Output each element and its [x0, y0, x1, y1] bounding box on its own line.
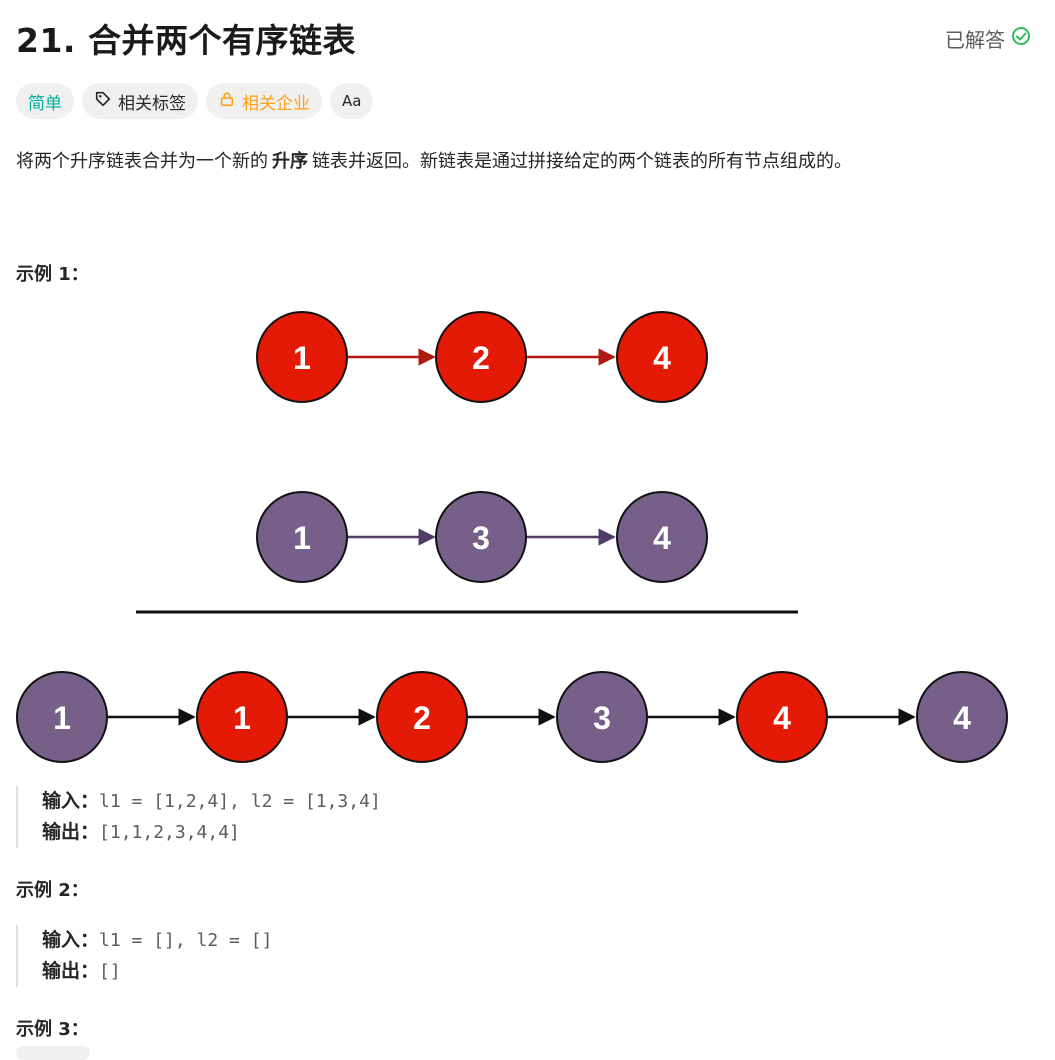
svg-text:2: 2 — [472, 340, 490, 376]
example-1-output: 输出：[1,1,2,3,4,4] — [42, 817, 381, 848]
output-value: [] — [99, 961, 121, 982]
list1-node-1: 1 — [256, 311, 348, 403]
merged-node-4: 3 — [556, 671, 648, 763]
svg-text:1: 1 — [233, 700, 251, 736]
solved-status: 已解答 — [945, 24, 1031, 53]
description-bold: 升序 — [272, 151, 308, 172]
input-value: l1 = [1,2,4], l2 = [1,3,4] — [99, 791, 381, 812]
related-companies-label: 相关企业 — [242, 93, 310, 114]
svg-text:2: 2 — [413, 700, 431, 736]
difficulty-label: 简单 — [28, 93, 62, 114]
merged-node-5: 4 — [736, 671, 828, 763]
tag-row: 简单 相关标签 相关企业 Aa — [16, 83, 374, 119]
difficulty-badge[interactable]: 简单 — [16, 83, 74, 119]
related-tags-button[interactable]: 相关标签 — [82, 83, 198, 119]
related-companies-button[interactable]: 相关企业 — [206, 83, 322, 119]
solved-label: 已解答 — [945, 28, 1005, 52]
input-label: 输入： — [42, 790, 100, 812]
example-3-code-block — [16, 1046, 90, 1060]
example-2-heading: 示例 2： — [16, 880, 89, 901]
svg-text:3: 3 — [593, 700, 611, 736]
description-text: 将两个升序链表合并为一个新的 — [16, 151, 268, 172]
lock-icon — [218, 90, 236, 113]
check-circle-icon — [1011, 26, 1031, 51]
example-1-io: 输入：l1 = [1,2,4], l2 = [1,3,4] 输出：[1,1,2,… — [16, 786, 381, 848]
example-2-output: 输出：[] — [42, 956, 272, 987]
list1-node-2: 2 — [435, 311, 527, 403]
related-tags-label: 相关标签 — [118, 93, 186, 114]
merged-node-6: 4 — [916, 671, 1008, 763]
svg-text:4: 4 — [653, 340, 671, 376]
input-value: l1 = [], l2 = [] — [99, 930, 273, 951]
list2-node-2: 3 — [435, 491, 527, 583]
example-2-io: 输入：l1 = [], l2 = [] 输出：[] — [16, 925, 272, 987]
svg-text:4: 4 — [653, 520, 671, 556]
merged-node-1: 1 — [16, 671, 108, 763]
example-1-input: 输入：l1 = [1,2,4], l2 = [1,3,4] — [42, 786, 381, 817]
merged-node-3: 2 — [376, 671, 468, 763]
output-value: [1,1,2,3,4,4] — [99, 822, 240, 843]
example-2-input: 输入：l1 = [], l2 = [] — [42, 925, 272, 956]
svg-text:1: 1 — [293, 340, 311, 376]
svg-text:1: 1 — [293, 520, 311, 556]
tag-icon — [94, 90, 112, 113]
svg-text:1: 1 — [53, 700, 71, 736]
list2-node-3: 4 — [616, 491, 708, 583]
font-settings-button[interactable]: Aa — [330, 83, 374, 119]
example-1-heading: 示例 1： — [16, 264, 89, 285]
svg-text:4: 4 — [953, 700, 971, 736]
example-1-diagram: 1 2 4 1 3 4 1 1 2 — [16, 311, 1008, 763]
list2-node-1: 1 — [256, 491, 348, 583]
svg-text:4: 4 — [773, 700, 791, 736]
example-3-heading: 示例 3： — [16, 1019, 89, 1040]
output-label: 输出： — [42, 821, 100, 843]
description-text-tail: 链表并返回。新链表是通过拼接给定的两个链表的所有节点组成的。 — [312, 151, 852, 172]
list1-node-3: 4 — [616, 311, 708, 403]
svg-text:3: 3 — [472, 520, 490, 556]
input-label: 输入： — [42, 929, 100, 951]
font-size-icon: Aa — [342, 92, 362, 110]
merged-node-2: 1 — [196, 671, 288, 763]
problem-description: 将两个升序链表合并为一个新的升序链表并返回。新链表是通过拼接给定的两个链表的所有… — [16, 147, 852, 173]
problem-title: 21. 合并两个有序链表 — [16, 21, 356, 60]
output-label: 输出： — [42, 960, 100, 982]
